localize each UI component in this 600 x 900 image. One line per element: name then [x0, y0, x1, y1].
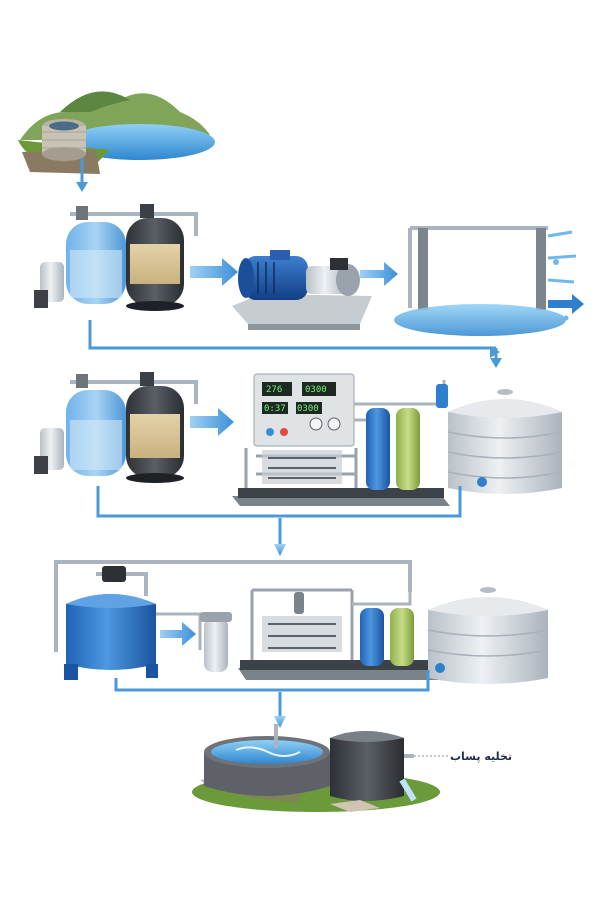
ro-unit-2	[238, 580, 444, 680]
wastewater-pool	[192, 724, 440, 812]
prefilter-unit-2	[34, 372, 198, 483]
cartridge-filter	[200, 612, 232, 672]
storage-tank-1	[447, 389, 563, 494]
high-pressure-pump	[232, 250, 372, 330]
arrow-to-membranes	[360, 262, 398, 286]
panel-display-3: 0:37	[264, 404, 286, 414]
water-source-well	[18, 91, 215, 174]
flow-line-2	[96, 486, 462, 556]
softener-tank	[64, 566, 202, 680]
storage-tank-2	[427, 587, 549, 684]
panel-display-4: 0300	[297, 404, 319, 414]
ro-membrane-rack	[394, 226, 584, 336]
arrow-to-ro-unit	[190, 408, 234, 436]
source-down-arrow	[76, 158, 88, 192]
panel-display-2: 0300	[305, 385, 327, 395]
arrow-to-cartridge	[160, 622, 196, 646]
arrow-to-pump	[190, 258, 238, 286]
wastewater-discharge-callout: تخلیه پساب	[414, 750, 512, 763]
return-pipe	[54, 560, 412, 652]
pressure-gauge-icon	[327, 417, 341, 431]
flow-line-3	[114, 670, 430, 728]
ro-unit-1: 276 0300 0:37 0300	[232, 373, 450, 506]
wastewater-discharge-label: تخلیه پساب	[450, 750, 512, 763]
panel-display-1: 276	[266, 385, 282, 395]
pressure-gauge-icon	[309, 417, 323, 431]
prefilter-unit-1	[34, 204, 198, 311]
flow-line-1	[88, 320, 502, 368]
